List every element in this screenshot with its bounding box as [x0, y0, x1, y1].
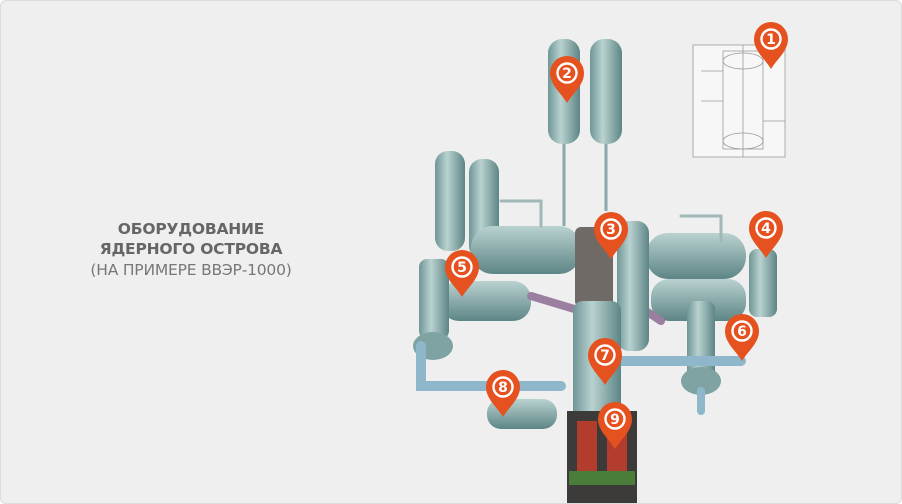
- marker-pin-5[interactable]: 5: [445, 250, 479, 297]
- pin-number: 3: [606, 222, 616, 238]
- steam-generators: [441, 226, 746, 321]
- caption: ОБОРУДОВАНИЕ ЯДЕРНОГО ОСТРОВА (НА ПРИМЕР…: [61, 219, 321, 281]
- marker-pin-6[interactable]: 6: [725, 314, 759, 361]
- pin-ring: [594, 344, 616, 366]
- pin-number: 4: [761, 221, 771, 237]
- marker-pin-8[interactable]: 8: [486, 370, 520, 417]
- caption-line-3: (НА ПРИМЕРЕ ВВЭР-1000): [90, 261, 292, 279]
- pin-number: 1: [766, 32, 776, 48]
- pin-number: 9: [610, 412, 620, 428]
- pin-ring: [556, 62, 578, 84]
- pin-ring: [451, 256, 473, 278]
- marker-pin-4[interactable]: 4: [749, 211, 783, 258]
- marker-pin-3[interactable]: 3: [594, 212, 628, 259]
- marker-pin-7[interactable]: 7: [588, 338, 622, 385]
- caption-line-1: ОБОРУДОВАНИЕ: [117, 220, 265, 238]
- pin-number: 6: [737, 324, 747, 340]
- pin-number: 2: [562, 66, 572, 82]
- pin-ring: [731, 320, 753, 342]
- marker-pin-2[interactable]: 2: [550, 56, 584, 103]
- marker-pin-1[interactable]: 1: [754, 22, 788, 69]
- pin-ring: [755, 217, 777, 239]
- pin-ring: [492, 376, 514, 398]
- caption-line-2: ЯДЕРНОГО ОСТРОВА: [99, 240, 283, 258]
- pin-ring: [600, 218, 622, 240]
- pin-number: 5: [457, 260, 467, 276]
- pin-ring: [760, 28, 782, 50]
- marker-pin-9[interactable]: 9: [598, 402, 632, 449]
- pin-number: 7: [600, 348, 610, 364]
- pin-ring: [604, 408, 626, 430]
- blueprint-drawing: [692, 44, 786, 158]
- pin-number: 8: [498, 380, 508, 396]
